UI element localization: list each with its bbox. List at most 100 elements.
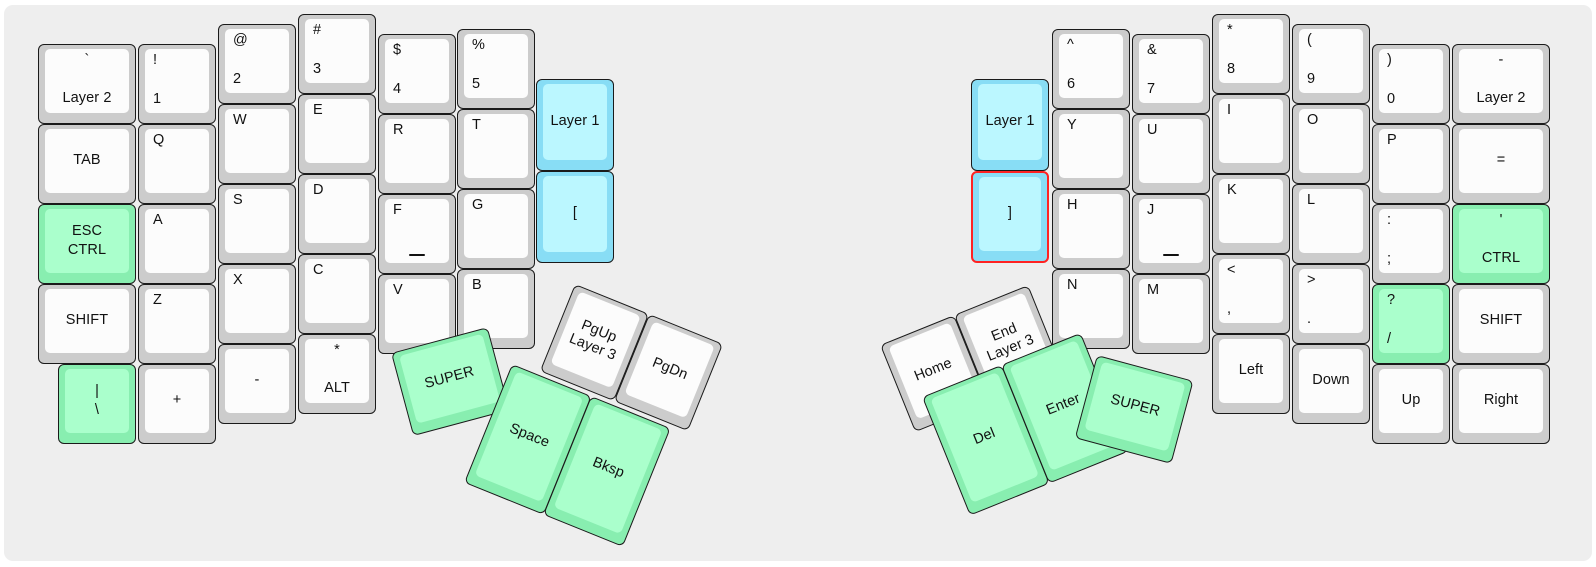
key-k-legend-top: K xyxy=(1227,182,1237,198)
key-equal-legend: = xyxy=(1496,152,1506,169)
key-alt[interactable]: *ALT xyxy=(298,334,376,414)
key-e[interactable]: E xyxy=(298,94,376,174)
key-x-legend-top: X xyxy=(233,272,243,288)
key-q-legend-top: Q xyxy=(153,132,165,148)
key-5-percent[interactable]: %5 xyxy=(457,29,535,109)
key-4-dollar-legend-bottom: 4 xyxy=(393,80,402,97)
key-up[interactable]: Up xyxy=(1372,364,1450,444)
key-semicolon-cap: :; xyxy=(1379,209,1443,273)
key-down-legend: Down xyxy=(1312,372,1350,389)
key-n-legend-top: N xyxy=(1067,277,1078,293)
key-7-amp[interactable]: &7 xyxy=(1132,34,1210,114)
key-y[interactable]: Y xyxy=(1052,109,1130,189)
key-layer1-left[interactable]: Layer 1 xyxy=(536,79,614,171)
key-y-legend-top: Y xyxy=(1067,117,1077,133)
key-i[interactable]: I xyxy=(1212,94,1290,174)
key-1-exclaim[interactable]: !1 xyxy=(138,44,216,124)
key-2-at[interactable]: @2 xyxy=(218,24,296,104)
key-super-left-cap: SUPER xyxy=(399,333,501,424)
key-o[interactable]: O xyxy=(1292,104,1370,184)
key-semicolon-legend-top: : xyxy=(1387,212,1392,228)
key-q[interactable]: Q xyxy=(138,124,216,204)
key-c[interactable]: C xyxy=(298,254,376,334)
key-d[interactable]: D xyxy=(298,174,376,254)
key-m[interactable]: M xyxy=(1132,274,1210,354)
key-9-lparen[interactable]: (9 xyxy=(1292,24,1370,104)
key-p[interactable]: P xyxy=(1372,124,1450,204)
key-plus-cap: + xyxy=(145,369,209,433)
key-esc-ctrl-legend-top: ESC xyxy=(71,223,103,240)
key-down[interactable]: Down xyxy=(1292,344,1370,424)
key-tab[interactable]: TAB xyxy=(38,124,136,204)
key-period[interactable]: >. xyxy=(1292,264,1370,344)
key-f-homing-bar-icon xyxy=(409,254,425,256)
key-up-cap: Up xyxy=(1379,369,1443,433)
key-g[interactable]: G xyxy=(457,189,535,269)
key-1-exclaim-cap: !1 xyxy=(145,49,209,113)
key-x[interactable]: X xyxy=(218,264,296,344)
key-layer1-left-cap: Layer 1 xyxy=(543,84,607,160)
key-up-legend: Up xyxy=(1401,392,1421,409)
key-pipe-backslash-legend-top: | xyxy=(95,383,99,400)
key-w[interactable]: W xyxy=(218,104,296,184)
key-slash[interactable]: ?/ xyxy=(1372,284,1450,364)
key-home-legend: Home xyxy=(912,355,955,386)
key-semicolon[interactable]: :; xyxy=(1372,204,1450,284)
key-pipe-backslash[interactable]: |\ xyxy=(58,364,136,444)
key-t[interactable]: T xyxy=(457,109,535,189)
key-p-cap: P xyxy=(1379,129,1443,193)
key-plus-legend: + xyxy=(172,392,182,409)
key-d-cap: D xyxy=(305,179,369,243)
key-shift-right[interactable]: SHIFT xyxy=(1452,284,1550,364)
key-3-hash[interactable]: #3 xyxy=(298,14,376,94)
key-semicolon-legend-bottom: ; xyxy=(1387,250,1392,267)
key-n[interactable]: N xyxy=(1052,269,1130,349)
key-left[interactable]: Left xyxy=(1212,334,1290,414)
key-0-rparen-legend-bottom: 0 xyxy=(1387,90,1396,107)
key-minus-layer2-legend-bottom: Layer 2 xyxy=(1476,89,1526,106)
key-8-star[interactable]: *8 xyxy=(1212,14,1290,94)
key-quote-ctrl-legend-top: ' xyxy=(1499,212,1503,228)
key-6-caret[interactable]: ^6 xyxy=(1052,29,1130,109)
key-alt-cap: *ALT xyxy=(305,339,369,403)
key-equal[interactable]: = xyxy=(1452,124,1550,204)
key-comma[interactable]: <, xyxy=(1212,254,1290,334)
key-b-legend-top: B xyxy=(472,277,482,293)
key-plus[interactable]: + xyxy=(138,364,216,444)
key-grave-layer2[interactable]: `Layer 2 xyxy=(38,44,136,124)
key-v[interactable]: V xyxy=(378,274,456,354)
key-a[interactable]: A xyxy=(138,204,216,284)
key-0-rparen[interactable]: )0 xyxy=(1372,44,1450,124)
key-bracket-right[interactable]: ] xyxy=(971,171,1049,263)
key-down-cap: Down xyxy=(1299,349,1363,413)
key-layer1-right[interactable]: Layer 1 xyxy=(971,79,1049,171)
key-z[interactable]: Z xyxy=(138,284,216,364)
key-j-legend-top: J xyxy=(1147,202,1155,218)
key-right-legend: Right xyxy=(1483,392,1519,409)
key-bracket-left[interactable]: [ xyxy=(536,171,614,263)
key-b-cap: B xyxy=(464,274,528,338)
key-a-legend-top: A xyxy=(153,212,163,228)
key-2-at-legend-top: @ xyxy=(233,32,248,48)
key-u[interactable]: U xyxy=(1132,114,1210,194)
key-f[interactable]: F xyxy=(378,194,456,274)
key-o-legend-top: O xyxy=(1307,112,1319,128)
key-k[interactable]: K xyxy=(1212,174,1290,254)
key-b[interactable]: B xyxy=(457,269,535,349)
key-j[interactable]: J xyxy=(1132,194,1210,274)
key-quote-ctrl[interactable]: 'CTRL xyxy=(1452,204,1550,284)
key-minus[interactable]: - xyxy=(218,344,296,424)
key-s[interactable]: S xyxy=(218,184,296,264)
key-bracket-right-legend: ] xyxy=(1007,205,1013,222)
key-l-legend-top: L xyxy=(1307,192,1316,208)
key-shift-left[interactable]: SHIFT xyxy=(38,284,136,364)
key-4-dollar[interactable]: $4 xyxy=(378,34,456,114)
key-right[interactable]: Right xyxy=(1452,364,1550,444)
key-l[interactable]: L xyxy=(1292,184,1370,264)
key-h[interactable]: H xyxy=(1052,189,1130,269)
key-r[interactable]: R xyxy=(378,114,456,194)
key-pgup-layer3-legend: PgUp Layer 3 xyxy=(566,317,620,364)
key-minus-layer2[interactable]: -Layer 2 xyxy=(1452,44,1550,124)
